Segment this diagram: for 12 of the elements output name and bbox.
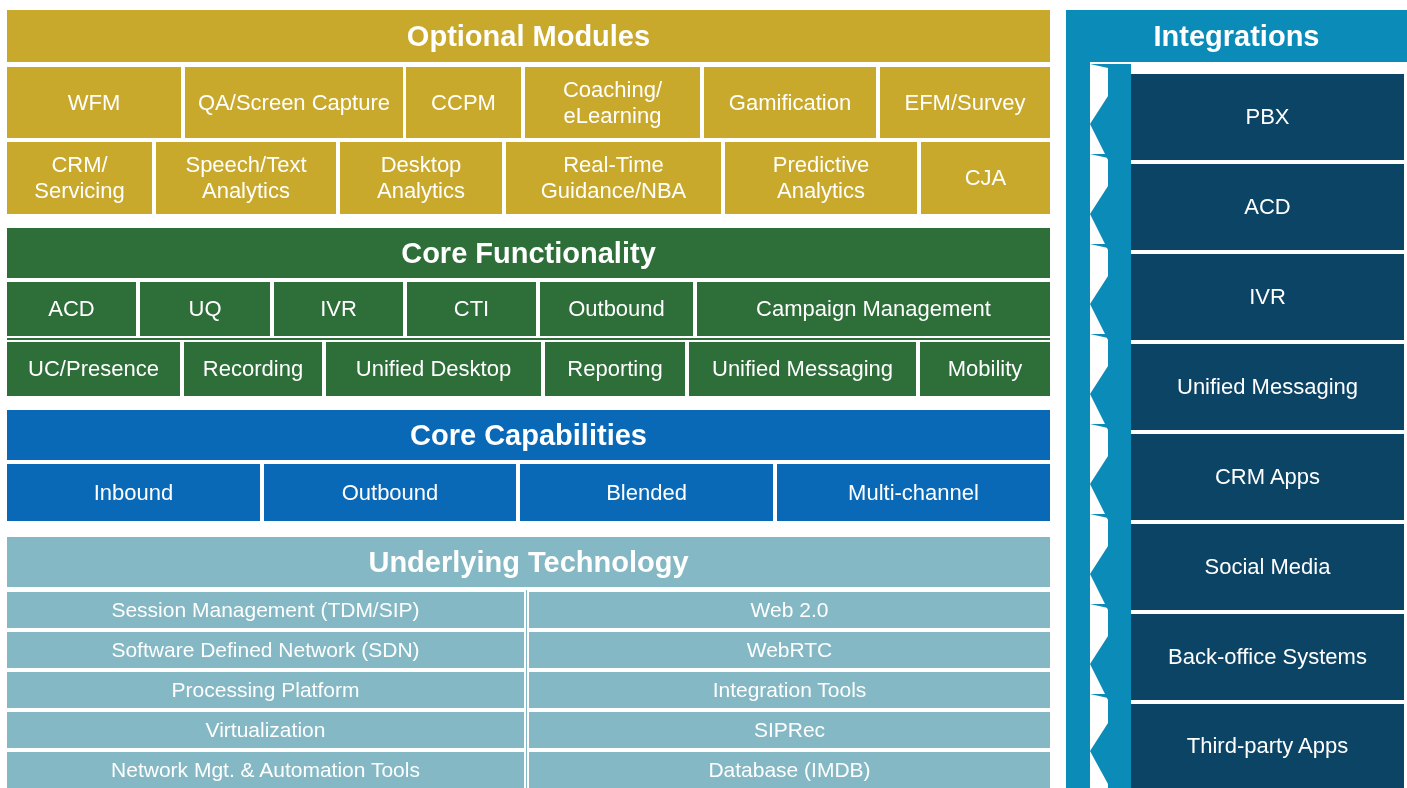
integration-tile: IVR bbox=[1131, 254, 1404, 340]
integration-tile: Third-party Apps bbox=[1131, 704, 1404, 788]
integration-tile: ACD bbox=[1131, 164, 1404, 250]
integration-tile: CRM Apps bbox=[1131, 434, 1404, 520]
panel-title: Integrations bbox=[1152, 18, 1321, 54]
integration-tile: Unified Messaging bbox=[1131, 344, 1404, 430]
integration-tile: Social Media bbox=[1131, 524, 1404, 610]
integrations-panel bbox=[1066, 10, 1407, 788]
section-panel bbox=[7, 537, 1050, 788]
integration-tile: Back-office Systems bbox=[1131, 614, 1404, 700]
section-panel bbox=[7, 228, 1050, 396]
integration-tile: PBX bbox=[1131, 74, 1404, 160]
